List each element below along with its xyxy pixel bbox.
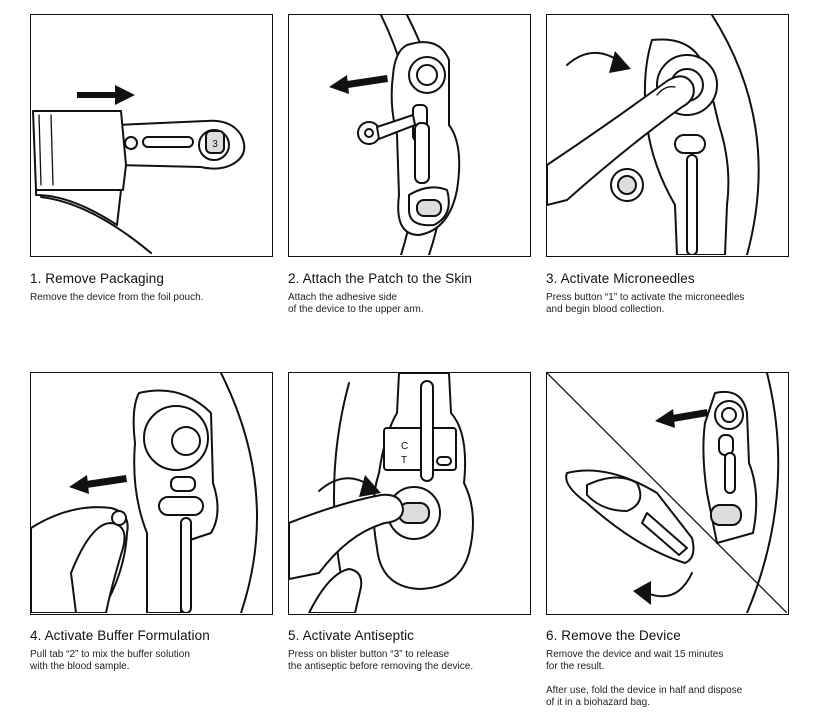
test-line-t-label: T [401, 455, 407, 466]
step-title: 1. Remove Packaging [30, 271, 164, 286]
illustration-activate-buffer [30, 372, 273, 615]
step-4: 4. Activate Buffer Formulation Pull tab … [30, 628, 280, 673]
remove-packaging-drawing: 3 [32, 85, 246, 254]
attach-patch-drawing [329, 15, 461, 255]
activate-antiseptic-drawing: C T [289, 373, 474, 613]
illustration-remove-packaging: 3 [30, 14, 273, 257]
illustration-activate-antiseptic: C T [288, 372, 531, 615]
illustration-remove-device [546, 372, 789, 615]
arrow-right-icon [77, 85, 135, 105]
arrow-left-icon [69, 475, 127, 494]
step-description: Press button “1” to activate the microne… [546, 292, 745, 315]
step-5: 5. Activate Antiseptic Press on blister … [288, 628, 538, 673]
test-line-c-label: C [401, 441, 408, 452]
curved-arrow-icon [318, 475, 381, 497]
step-description: Remove the device from the foil pouch. [30, 292, 204, 303]
step-title: 2. Attach the Patch to the Skin [288, 271, 472, 286]
step-3: 3. Activate Microneedles Press button “1… [546, 271, 796, 316]
step-title: 4. Activate Buffer Formulation [30, 628, 210, 643]
disposal-note: After use, fold the device in half and d… [546, 685, 743, 708]
arrow-left-icon [329, 75, 388, 94]
illustration-activate-microneedles [546, 14, 789, 257]
step-description: Press on blister button “3” to release t… [288, 649, 474, 672]
activate-buffer-drawing [31, 373, 258, 613]
step-title: 5. Activate Antiseptic [288, 628, 415, 643]
remove-device-drawing [547, 373, 787, 613]
button-3-label: 3 [212, 139, 218, 150]
step-description: Remove the device and wait 15 minutes fo… [546, 649, 724, 672]
arrow-left-icon [655, 409, 708, 428]
curved-arrow-icon [566, 51, 631, 73]
step-description: Attach the adhesive side of the device t… [288, 292, 424, 315]
step-description: Pull tab “2” to mix the buffer solution … [30, 649, 190, 672]
curved-return-arrow-icon [633, 572, 693, 605]
step-6: 6. Remove the Device Remove the device a… [546, 628, 796, 709]
activate-microneedles-drawing [547, 15, 760, 255]
step-title: 3. Activate Microneedles [546, 271, 695, 286]
illustration-attach-patch [288, 14, 531, 257]
step-title: 6. Remove the Device [546, 628, 681, 643]
step-2: 2. Attach the Patch to the Skin Attach t… [288, 271, 538, 316]
step-1: 1. Remove Packaging Remove the device fr… [30, 271, 280, 304]
